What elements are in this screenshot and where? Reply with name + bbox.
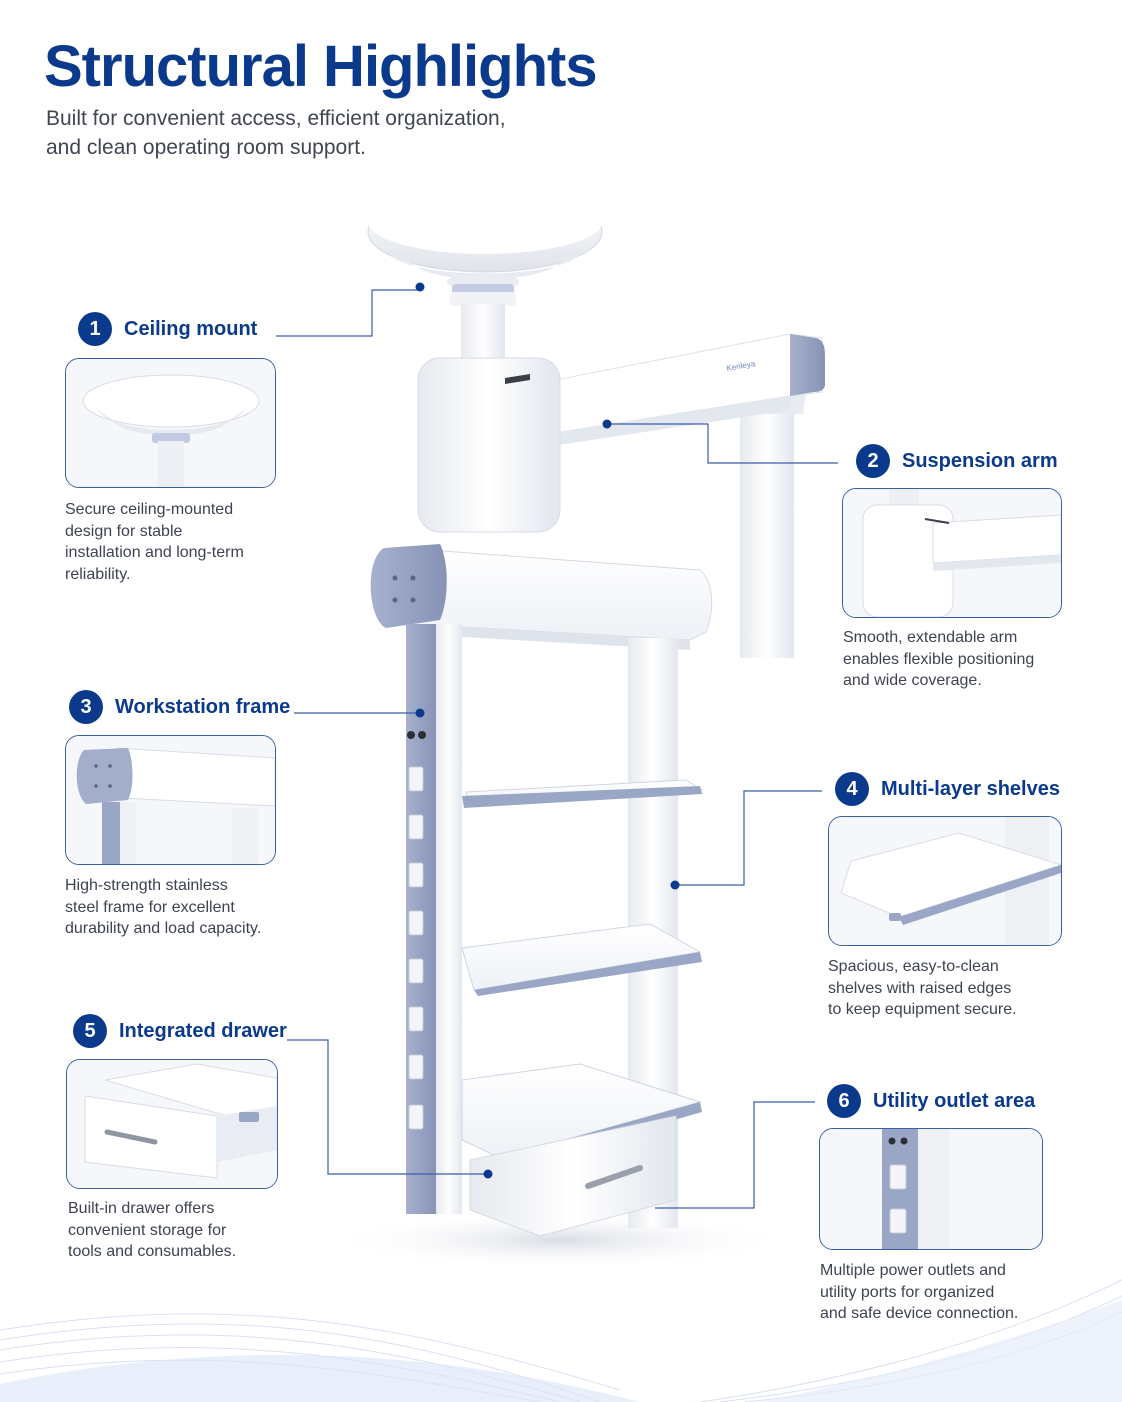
description-line: enables flexible positioning — [843, 650, 1035, 668]
feature-integrated-drawer-heading: 5 Integrated drawer — [73, 1014, 287, 1048]
description-line: and wide coverage. — [843, 672, 982, 689]
utility-outlet-area-thumbnail — [819, 1128, 1043, 1250]
description-line: Built-in drawer offers — [68, 1200, 215, 1217]
page-title: Structural Highlights — [44, 34, 598, 99]
drawer-art — [469, 1115, 677, 1237]
integrated-drawer-thumbnail-image — [67, 1060, 277, 1188]
ceiling-mount-thumbnail-image — [66, 359, 275, 487]
workstation-cap-art — [370, 544, 713, 650]
description-line: to keep equipment secure. — [828, 1001, 1017, 1018]
description-line: and safe device connection. — [820, 1305, 1019, 1322]
multi-layer-shelves-thumbnail — [828, 816, 1062, 946]
description-line: tools and consumables. — [68, 1243, 237, 1260]
feature-integrated-drawer-description: Built-in drawer offers convenient storag… — [68, 1198, 236, 1263]
description-line: design for stable — [65, 522, 183, 540]
feature-workstation-frame-description: High-strength stainless steel frame for … — [65, 875, 261, 940]
description-line: High-strength stainless — [65, 877, 228, 894]
suspension-arm-art: Kenleya — [417, 333, 825, 658]
description-line: Multiple power outlets and — [820, 1262, 1006, 1279]
feature-title: Workstation frame — [115, 695, 291, 718]
description-line: steel frame for excellent — [65, 898, 235, 916]
feature-ceiling-mount-heading: 1 Ceiling mount — [78, 312, 257, 346]
leader-lines — [276, 289, 838, 1209]
integrated-drawer-thumbnail — [66, 1059, 278, 1189]
feature-number-badge: 1 — [78, 312, 112, 346]
bottom-blue-band — [0, 1354, 640, 1402]
feature-suspension-arm-description: Smooth, extendable arm enables flexible … — [843, 627, 1034, 692]
feature-number-badge: 2 — [856, 444, 890, 478]
description-line: reliability. — [65, 565, 131, 583]
feature-title: Integrated drawer — [119, 1019, 287, 1042]
feature-number-badge: 6 — [827, 1084, 861, 1118]
subtitle-line: and clean operating room support. — [46, 136, 366, 159]
description-line: convenient storage for — [68, 1221, 227, 1239]
workstation-frame-thumbnail-image — [66, 736, 275, 864]
feature-title: Suspension arm — [902, 449, 1058, 472]
feature-suspension-arm-heading: 2 Suspension arm — [856, 444, 1058, 478]
multi-layer-shelves-thumbnail-image — [829, 817, 1061, 945]
feature-number-badge: 4 — [835, 772, 869, 806]
feature-utility-outlet-area-heading: 6 Utility outlet area — [827, 1084, 1035, 1118]
feature-multi-layer-shelves-heading: 4 Multi-layer shelves — [835, 772, 1060, 806]
feature-workstation-frame-heading: 3 Workstation frame — [69, 690, 290, 724]
leader-dots — [415, 282, 680, 1179]
description-line: Spacious, easy-to-clean — [828, 958, 999, 975]
description-line: shelves with raised edges — [828, 979, 1012, 997]
utility-outlet-area-thumbnail-image — [820, 1129, 1042, 1249]
suspension-arm-thumbnail — [842, 488, 1062, 618]
description-line: Smooth, extendable arm — [843, 629, 1018, 646]
ceiling-mount-thumbnail — [65, 358, 276, 488]
feature-title: Multi-layer shelves — [881, 777, 1060, 800]
feature-number-badge: 5 — [73, 1014, 107, 1048]
description-line: durability and load capacity. — [65, 920, 262, 937]
feature-title: Ceiling mount — [124, 317, 258, 340]
description-line: utility ports for organized — [820, 1283, 995, 1301]
page-subtitle: Built for convenient access, efficient o… — [46, 104, 606, 162]
description-line: installation and long-term — [65, 544, 244, 561]
feature-number-badge: 3 — [69, 690, 103, 724]
suspension-arm-thumbnail-image — [843, 489, 1061, 617]
workstation-frame-thumbnail — [65, 735, 276, 865]
feature-ceiling-mount-description: Secure ceiling-mounted design for stable… — [65, 499, 244, 585]
subtitle-line: Built for convenient access, efficient o… — [46, 107, 506, 130]
description-line: Secure ceiling-mounted — [65, 501, 234, 518]
feature-title: Utility outlet area — [873, 1089, 1036, 1112]
ceiling-mount-art — [367, 190, 603, 364]
feature-utility-outlet-area-description: Multiple power outlets and utility ports… — [820, 1260, 1018, 1325]
feature-multi-layer-shelves-description: Spacious, easy-to-clean shelves with rai… — [828, 956, 1017, 1021]
